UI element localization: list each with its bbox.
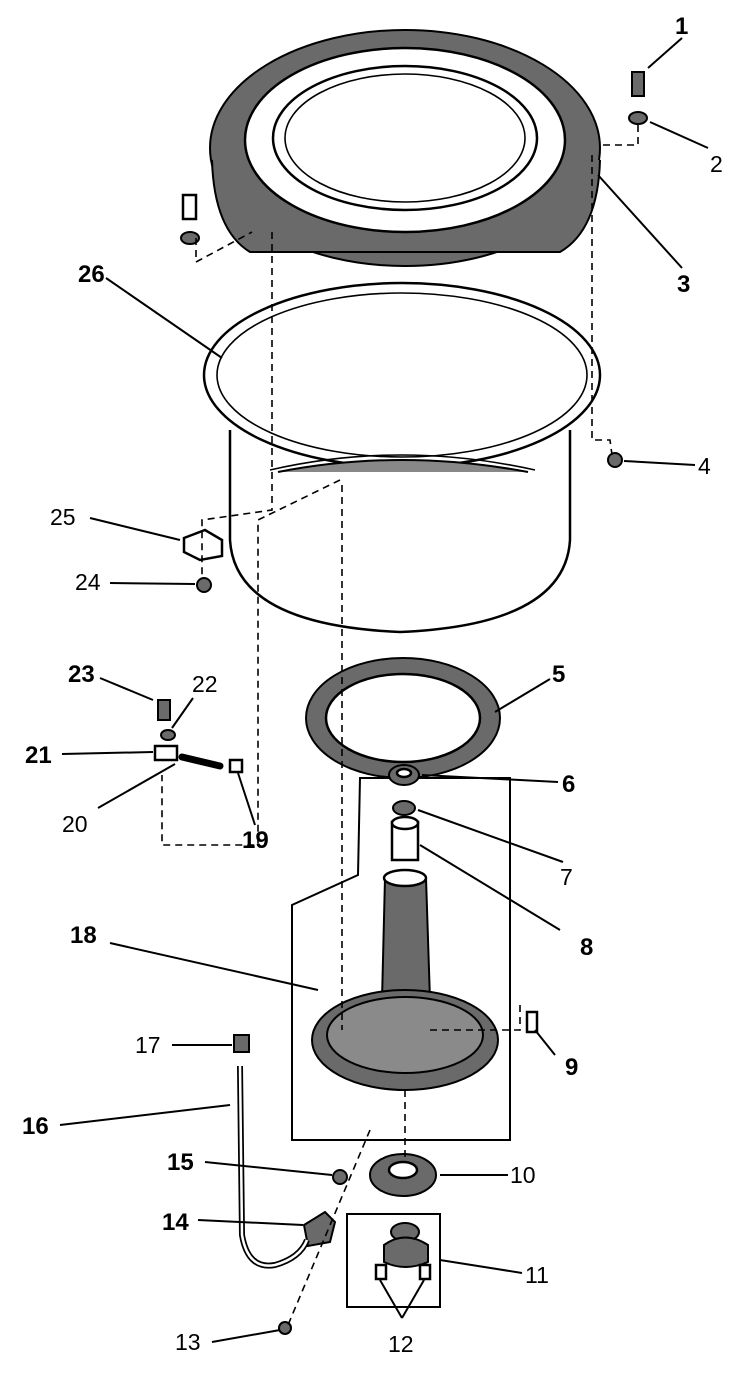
callout-labels: 1 2 3 4 5 6 7 8 9 10 11 12 13 14 15 16 1… — [22, 13, 723, 1357]
callout-7: 7 — [560, 864, 573, 890]
callout-12: 12 — [388, 1331, 414, 1357]
tub-part-26 — [202, 281, 602, 634]
callout-17: 17 — [135, 1032, 161, 1058]
nut-part-15 — [332, 1169, 348, 1185]
callout-15: 15 — [167, 1149, 194, 1176]
screw-part-13 — [278, 1321, 292, 1335]
washer-part-22 — [160, 729, 176, 741]
tube-part-16 — [237, 1065, 310, 1269]
hub-base-part-18 — [311, 989, 499, 1091]
callout-4: 4 — [698, 453, 711, 479]
callout-26: 26 — [78, 261, 105, 288]
callout-2: 2 — [710, 151, 723, 177]
bushing-part-8 — [390, 815, 420, 862]
callout-8: 8 — [580, 934, 593, 961]
screw-part-9 — [525, 1010, 539, 1034]
screw-part-1 — [631, 71, 645, 97]
washer-part-2 — [628, 111, 648, 125]
clips-part-12 — [374, 1263, 432, 1281]
clip-part-25 — [182, 528, 224, 562]
assembly-lines — [161, 125, 639, 1326]
callout-16: 16 — [22, 1113, 49, 1140]
left-screw — [180, 193, 200, 245]
coupling-part-11 — [383, 1222, 429, 1268]
hub-shaft-part-18 — [380, 868, 432, 1001]
seal-part-5 — [305, 657, 501, 779]
callout-20: 20 — [62, 811, 88, 837]
balance-ring-part-3 — [209, 29, 601, 267]
callout-10: 10 — [510, 1162, 536, 1188]
screw-part-23 — [157, 699, 171, 721]
callout-19: 19 — [242, 827, 269, 854]
nut-part-6 — [388, 764, 420, 786]
callout-13: 13 — [175, 1329, 201, 1355]
callout-25: 25 — [50, 504, 76, 530]
callout-23: 23 — [68, 661, 95, 688]
callout-21: 21 — [25, 742, 52, 769]
bracket-part-21 — [153, 744, 179, 762]
assembly-box-part-18 — [291, 777, 511, 1141]
callout-14: 14 — [162, 1209, 189, 1236]
callout-6: 6 — [562, 771, 575, 798]
callout-11: 11 — [525, 1262, 549, 1288]
callout-3: 3 — [677, 271, 690, 298]
clip-part-19 — [228, 758, 244, 774]
leader-lines — [59, 37, 709, 1343]
callout-24: 24 — [75, 569, 101, 595]
callout-9: 9 — [565, 1054, 578, 1081]
spring-part-20 — [178, 753, 224, 770]
nut-part-4 — [607, 452, 623, 468]
seal-part-10 — [369, 1153, 437, 1197]
callout-1: 1 — [675, 13, 688, 40]
callout-22: 22 — [192, 671, 218, 697]
washer-part-7 — [392, 800, 416, 816]
callout-5: 5 — [552, 661, 565, 688]
cap-part-17 — [233, 1034, 250, 1053]
nut-part-24 — [196, 577, 212, 593]
callout-18: 18 — [70, 922, 97, 949]
